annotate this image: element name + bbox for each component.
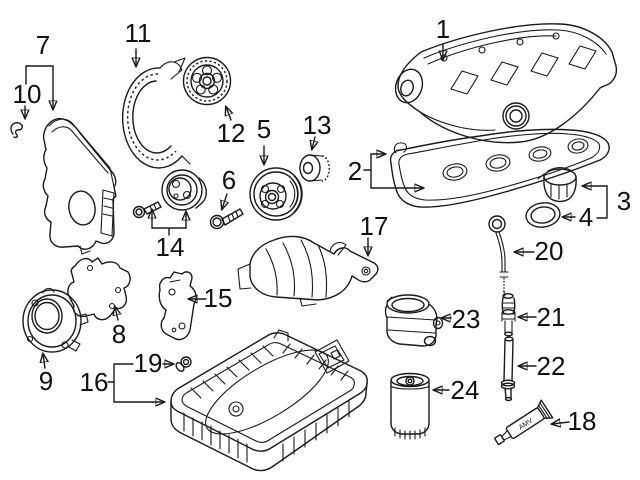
callout-14: 14 <box>155 232 185 262</box>
part-11-timing-belt <box>121 57 191 169</box>
part-17-baffle <box>237 235 379 307</box>
part-18-sealant-tube: AMV <box>494 399 554 445</box>
callout-24: 24 <box>450 375 480 405</box>
part-4-filler-cap-seal <box>525 202 561 228</box>
part-7-timing-cover <box>42 117 117 255</box>
callout-13: 13 <box>302 110 332 140</box>
callout-3: 3 <box>616 186 632 216</box>
part-9-seal-flange <box>22 287 89 353</box>
callout-21: 21 <box>536 302 566 332</box>
callout-18: 18 <box>567 406 597 436</box>
callout-6: 6 <box>221 165 237 195</box>
part-1-valve-cover <box>394 23 618 144</box>
callout-22: 22 <box>536 351 566 381</box>
part-6-bolt <box>209 208 244 230</box>
callout-2: 2 <box>347 156 363 186</box>
part-20-dipstick <box>488 215 509 297</box>
callout-23: 23 <box>451 304 481 334</box>
callout-12: 12 <box>216 118 246 148</box>
part-19-drain-plug <box>175 356 192 372</box>
part-12-camshaft-gear <box>182 56 232 106</box>
callout-5: 5 <box>256 114 272 144</box>
callout-7: 7 <box>35 30 51 60</box>
part-23-oil-cooler <box>384 294 444 347</box>
callout-lines <box>25 43 608 424</box>
part-15-bracket <box>158 271 197 341</box>
callout-20: 20 <box>534 236 564 266</box>
callout-11: 11 <box>124 18 152 48</box>
callout-10: 10 <box>12 79 42 109</box>
callout-19: 19 <box>133 348 163 378</box>
callout-8: 8 <box>111 319 127 349</box>
callout-9: 9 <box>38 366 54 396</box>
callout-1: 1 <box>435 14 451 44</box>
part-8-gasket <box>67 257 131 321</box>
part-16-oil-pan <box>170 329 368 472</box>
callout-15: 15 <box>203 283 233 313</box>
part-3-oil-filler-cap <box>537 166 577 203</box>
part-22-dipstick-tube-lower <box>500 336 516 402</box>
part-5-crankshaft-pulley <box>249 167 303 221</box>
part-24-oil-filter <box>390 372 430 440</box>
part-21-dipstick-tube-upper <box>501 293 516 337</box>
callout-4: 4 <box>578 202 594 232</box>
callout-17: 17 <box>359 211 389 241</box>
part-14-tensioner-with-bolt <box>132 169 207 219</box>
part-13-crankshaft-gear <box>299 154 330 182</box>
callout-16: 16 <box>79 367 109 397</box>
part-10-clip <box>10 121 23 139</box>
part-2-valve-cover-gasket <box>389 128 610 208</box>
